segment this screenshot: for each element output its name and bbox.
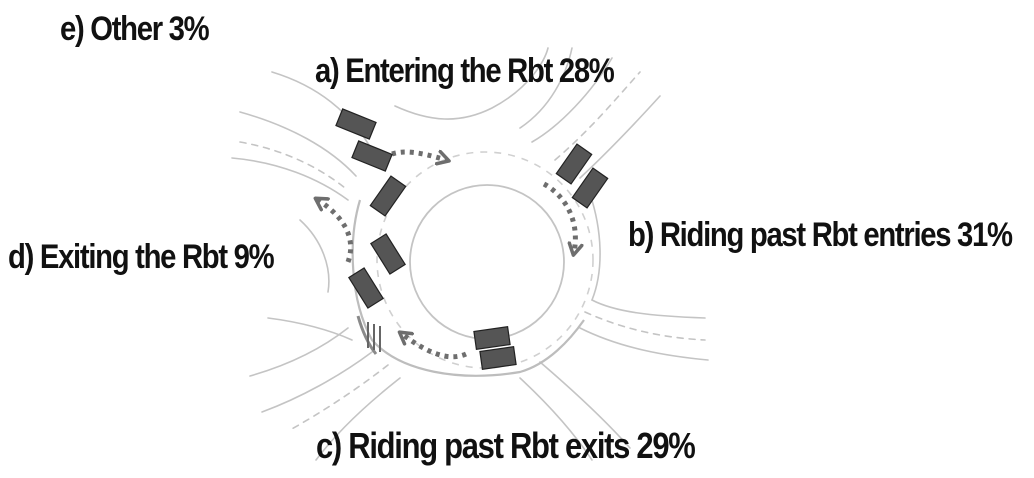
outer-curb-dark — [356, 315, 378, 355]
roundabout-island-icon — [409, 184, 565, 340]
e-road-edge — [584, 311, 706, 341]
cyclist-marker-icon — [348, 267, 384, 309]
nw-road-edge — [239, 141, 346, 189]
cyclist-marker-icon — [473, 326, 511, 350]
cyclist-marker-icon — [571, 167, 609, 209]
w-road-edge — [299, 219, 330, 293]
sw-road-edge — [315, 377, 401, 461]
sw-road-edge — [261, 351, 373, 413]
cyclist-marker-icon — [369, 175, 407, 217]
dotted-arrow-icon — [318, 200, 354, 263]
label-other: e) Other 3% — [60, 10, 210, 48]
e-road-edge — [591, 299, 706, 319]
label-riding-past-entries: b) Riding past Rbt entries 31% — [628, 216, 1013, 254]
cyclists — [335, 108, 609, 370]
se-road-edge — [539, 361, 631, 449]
nw-road-edge — [271, 71, 373, 151]
arrows — [318, 149, 575, 360]
label-riding-past-exits: c) Riding past Rbt exits 29% — [316, 425, 696, 466]
cyclist-marker-icon — [555, 143, 593, 185]
dotted-arrow-icon — [402, 334, 468, 360]
e-road-edge — [589, 193, 601, 301]
ne-road-edge — [531, 57, 613, 143]
cyclist-marker-icon — [351, 140, 393, 172]
outer-curb — [351, 199, 585, 377]
nw-road-edge — [239, 111, 357, 177]
sw-road-edge — [249, 327, 349, 377]
road-network — [231, 47, 709, 461]
cyclist-marker-icon — [335, 108, 377, 140]
se-road-edge — [519, 377, 593, 461]
dotted-arrow-icon — [542, 181, 575, 252]
ne-road-edge — [579, 95, 661, 179]
n-road-edge — [519, 47, 573, 129]
n-road-edge — [394, 47, 549, 120]
label-entering: a) Entering the Rbt 28% — [315, 52, 615, 90]
cyclist-marker-icon — [370, 233, 406, 275]
cyclist-marker-icon — [479, 346, 517, 370]
w-road-edge — [267, 317, 353, 341]
sw-road-edge — [289, 364, 389, 431]
e-road-edge — [579, 327, 709, 361]
ne-road-edge — [554, 71, 641, 161]
nw-road-edge — [231, 157, 349, 201]
dotted-arrow-icon — [391, 149, 446, 160]
label-exiting: d) Exiting the Rbt 9% — [8, 238, 275, 276]
crosswalk-icon — [367, 322, 381, 352]
